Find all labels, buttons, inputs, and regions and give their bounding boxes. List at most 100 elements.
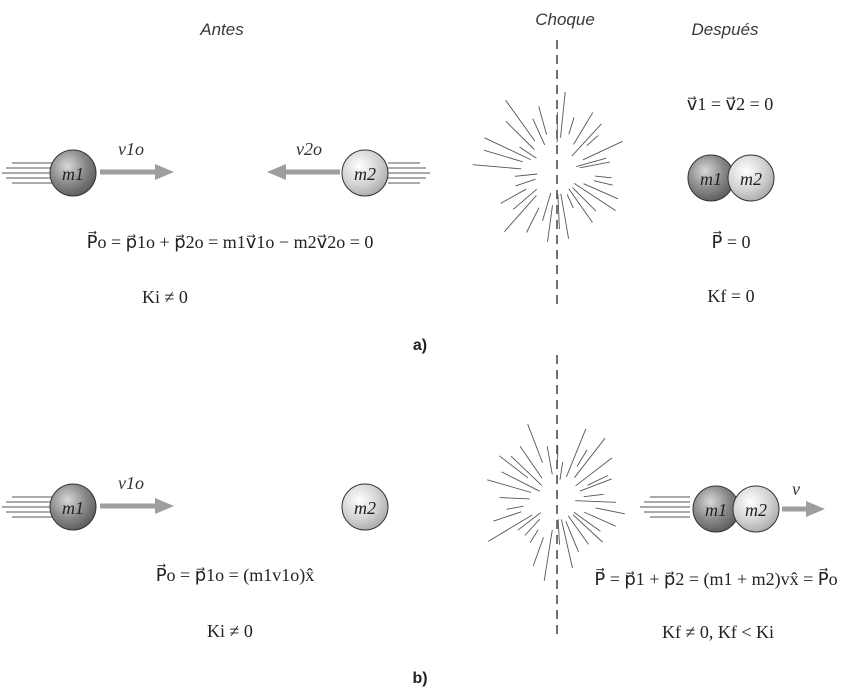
heading-collision: Choque: [535, 10, 595, 29]
burst-ray: [560, 519, 573, 569]
burst-ray: [517, 512, 541, 531]
ball-m1-a: [49, 149, 97, 197]
label-m2-a: m2: [354, 164, 376, 184]
formula-energy-before-b: Ki ≠ 0: [207, 621, 253, 641]
formula-momentum-before-b: P⃗o = p⃗1o = (m1v1o)x̂: [156, 564, 315, 586]
label-m2-after-a: m2: [740, 169, 762, 189]
burst-ray: [500, 188, 527, 204]
motion-lines-m1-a: [2, 162, 52, 184]
ball-m2-after-a: [727, 154, 775, 202]
burst-ray: [515, 178, 536, 187]
burst-ray: [574, 437, 606, 478]
burst-ray: [594, 175, 612, 179]
label-m2-b: m2: [354, 498, 376, 518]
burst-ray: [571, 123, 602, 157]
burst-ray: [498, 455, 529, 479]
burst-ray: [576, 449, 588, 467]
burst-ray: [493, 511, 522, 522]
burst-ray: [532, 118, 546, 146]
burst-ray: [529, 529, 539, 543]
label-v1-b: v1o: [118, 473, 144, 493]
burst-ray: [524, 518, 541, 536]
formula-energy-after-a: Kf = 0: [707, 286, 754, 306]
burst-ray: [547, 205, 553, 242]
heading-after: Después: [691, 20, 759, 39]
formula-energy-before-a: Ki ≠ 0: [142, 287, 188, 307]
burst-ray: [583, 183, 619, 200]
burst-ray: [519, 445, 543, 479]
burst-ray: [582, 140, 623, 161]
burst-ray: [527, 424, 544, 464]
burst-ray: [504, 195, 537, 232]
burst-ray: [575, 500, 617, 503]
label-v-after-b: v: [792, 479, 800, 499]
burst-ray: [514, 173, 538, 177]
burst-ray: [560, 91, 566, 138]
burst-ray: [565, 521, 579, 552]
burst-ray: [472, 164, 522, 170]
burst-ray: [510, 455, 543, 486]
burst-ray: [567, 515, 589, 545]
burst-ray: [538, 106, 548, 135]
burst-ray: [573, 112, 594, 145]
part-a-label: a): [413, 337, 427, 354]
motion-lines-m1-b: [2, 496, 52, 518]
burst-ray: [579, 161, 610, 169]
burst-ray: [487, 479, 532, 493]
burst-ray: [542, 192, 552, 222]
burst-ray: [572, 514, 603, 543]
burst-ray: [568, 117, 575, 135]
burst-ray: [575, 457, 613, 487]
burst-ray: [566, 194, 574, 209]
burst-ray: [565, 428, 587, 478]
burst-ray: [488, 514, 533, 542]
burst-ray: [543, 529, 553, 581]
burst-ray: [579, 478, 612, 492]
burst-ray: [546, 446, 553, 475]
burst-ray: [559, 462, 564, 480]
burst-ray: [499, 497, 530, 500]
arrow-v-after-b: [782, 501, 825, 517]
burst-ray: [505, 99, 536, 142]
burst-ray: [557, 194, 560, 230]
arrow-v2-a: [267, 164, 340, 180]
burst-ray: [568, 188, 593, 223]
burst-ray: [572, 187, 597, 212]
burst-ray: [532, 537, 544, 567]
burst-ray: [584, 511, 616, 527]
burst-ray: [595, 507, 625, 515]
formula-momentum-before-a: P⃗o = p⃗1o + p⃗2o = m1v⃗1o − m2v⃗2o = 0: [87, 231, 374, 252]
burst-ray: [576, 157, 607, 168]
formula-energy-after-b: Kf ≠ 0, Kf < Ki: [662, 622, 774, 642]
arrow-v1-b: [100, 498, 174, 514]
label-m1-after-b: m1: [705, 500, 727, 520]
formula-momentum-after-b: P⃗ = p⃗1 + p⃗2 = (m1 + m2)vx̂ = P⃗o: [594, 568, 837, 590]
part-b-label: b): [412, 670, 427, 687]
ball-m2-b: [341, 483, 389, 531]
label-m1-b: m1: [62, 498, 84, 518]
burst-ray: [519, 146, 537, 159]
burst-ray: [557, 519, 560, 545]
ball-m2-after-b: [732, 485, 780, 533]
burst-ray: [526, 207, 540, 233]
burst-ray: [573, 511, 601, 532]
motion-lines-m2-a: [388, 162, 430, 184]
label-v1-a: v1o: [118, 139, 144, 159]
burst-ray: [587, 475, 608, 486]
burst-ray: [513, 188, 538, 210]
arrow-v1-a: [100, 164, 174, 180]
formula-velocity-after-a: v⃗1 = v⃗2 = 0: [687, 94, 774, 114]
burst-ray: [573, 183, 616, 211]
burst-ray: [483, 149, 523, 163]
ball-m1-b: [49, 483, 97, 531]
burst-ray: [583, 493, 604, 498]
label-m1-after-a: m1: [700, 169, 722, 189]
burst-ray: [586, 135, 599, 147]
burst-ray: [506, 505, 524, 510]
burst-ray: [501, 471, 540, 492]
label-m2-after-b: m2: [745, 500, 767, 520]
burst-ray: [484, 137, 531, 161]
burst-ray: [560, 193, 570, 239]
burst-ray: [505, 120, 535, 150]
